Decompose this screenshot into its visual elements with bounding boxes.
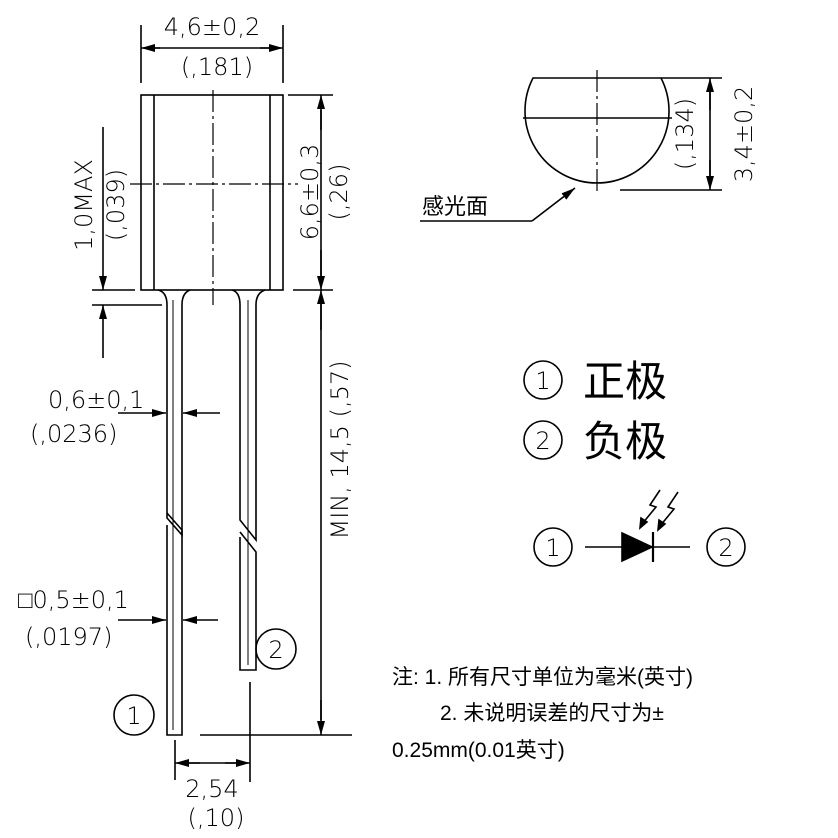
lead-square-label: □0,5±0,1 [18,586,129,614]
symbol-pin-1: 1 [545,534,560,562]
pitch-inch-label: (,10) [188,804,245,832]
lens-height-inch-label: (,134) [671,98,699,170]
pin-1-number: 1 [126,702,141,730]
note-line-1: 注: 1. 所有尺寸单位为毫米(英寸) [392,666,693,689]
lead-1 [157,289,191,736]
lead-square-inch-label: (,0197) [25,623,112,651]
pin-legend: 1 正极 2 负极 [523,357,667,466]
legend-anode-label: 正极 [583,357,667,406]
note-line-3: 0.25mm(0.01英寸) [392,739,565,762]
symbol-pin-2: 2 [718,534,733,562]
photodiode-symbol: 1 2 [533,489,746,567]
lead-square-dimension: □0,5±0,1 (,0197) [18,586,218,651]
lead-width-label: 0,6±0,1 [48,386,144,414]
pitch-label: 2,54 [185,775,238,803]
pin-2-number: 2 [268,636,283,664]
note-line-2: 2. 未说明误差的尺寸为± [440,702,664,725]
lens-height-label: 3,4±0,2 [730,86,758,182]
pin-1-marker: 1 [113,694,155,736]
legend-pin-2-number: 2 [535,427,550,455]
body-height-label: 6,6±0,3 [296,144,324,240]
light-arrows-icon [639,489,679,532]
legend-pin-1-number: 1 [535,367,550,395]
flange-dimension: 1,0MAX (,039) [70,127,162,358]
flange-label: 1,0MAX [70,159,98,251]
package-body [130,90,298,305]
lead-length-dimension: MIN, 14,5 (,57) [200,290,354,736]
lead-length-label: MIN, 14,5 (,57) [326,361,354,540]
body-height-inch-label: (,26) [325,164,353,221]
flange-inch-label: (,039) [102,169,130,241]
pitch-dimension: 2,54 (,10) [174,682,251,832]
body-width-inch-label: (,181) [181,53,253,81]
notes: 注: 1. 所有尺寸单位为毫米(英寸) 2. 未说明误差的尺寸为± 0.25mm… [392,666,693,762]
legend-cathode-label: 负极 [583,417,667,466]
body-width-dimension: 4,6±0,2 (,181) [140,13,284,83]
lead-width-inch-label: (,0236) [30,420,117,448]
body-width-label: 4,6±0,2 [164,13,260,41]
diode-triangle [621,531,654,563]
lead-width-dimension: 0,6±0,1 (,0236) [30,386,220,448]
body-height-dimension: 6,6±0,3 (,26) [288,94,353,291]
pin-2-marker: 2 [255,628,297,670]
sensitive-surface-label: 感光面 [422,195,488,220]
lens-view: (,134) 3,4±0,2 感光面 [420,70,758,222]
lead-2 [231,289,266,671]
